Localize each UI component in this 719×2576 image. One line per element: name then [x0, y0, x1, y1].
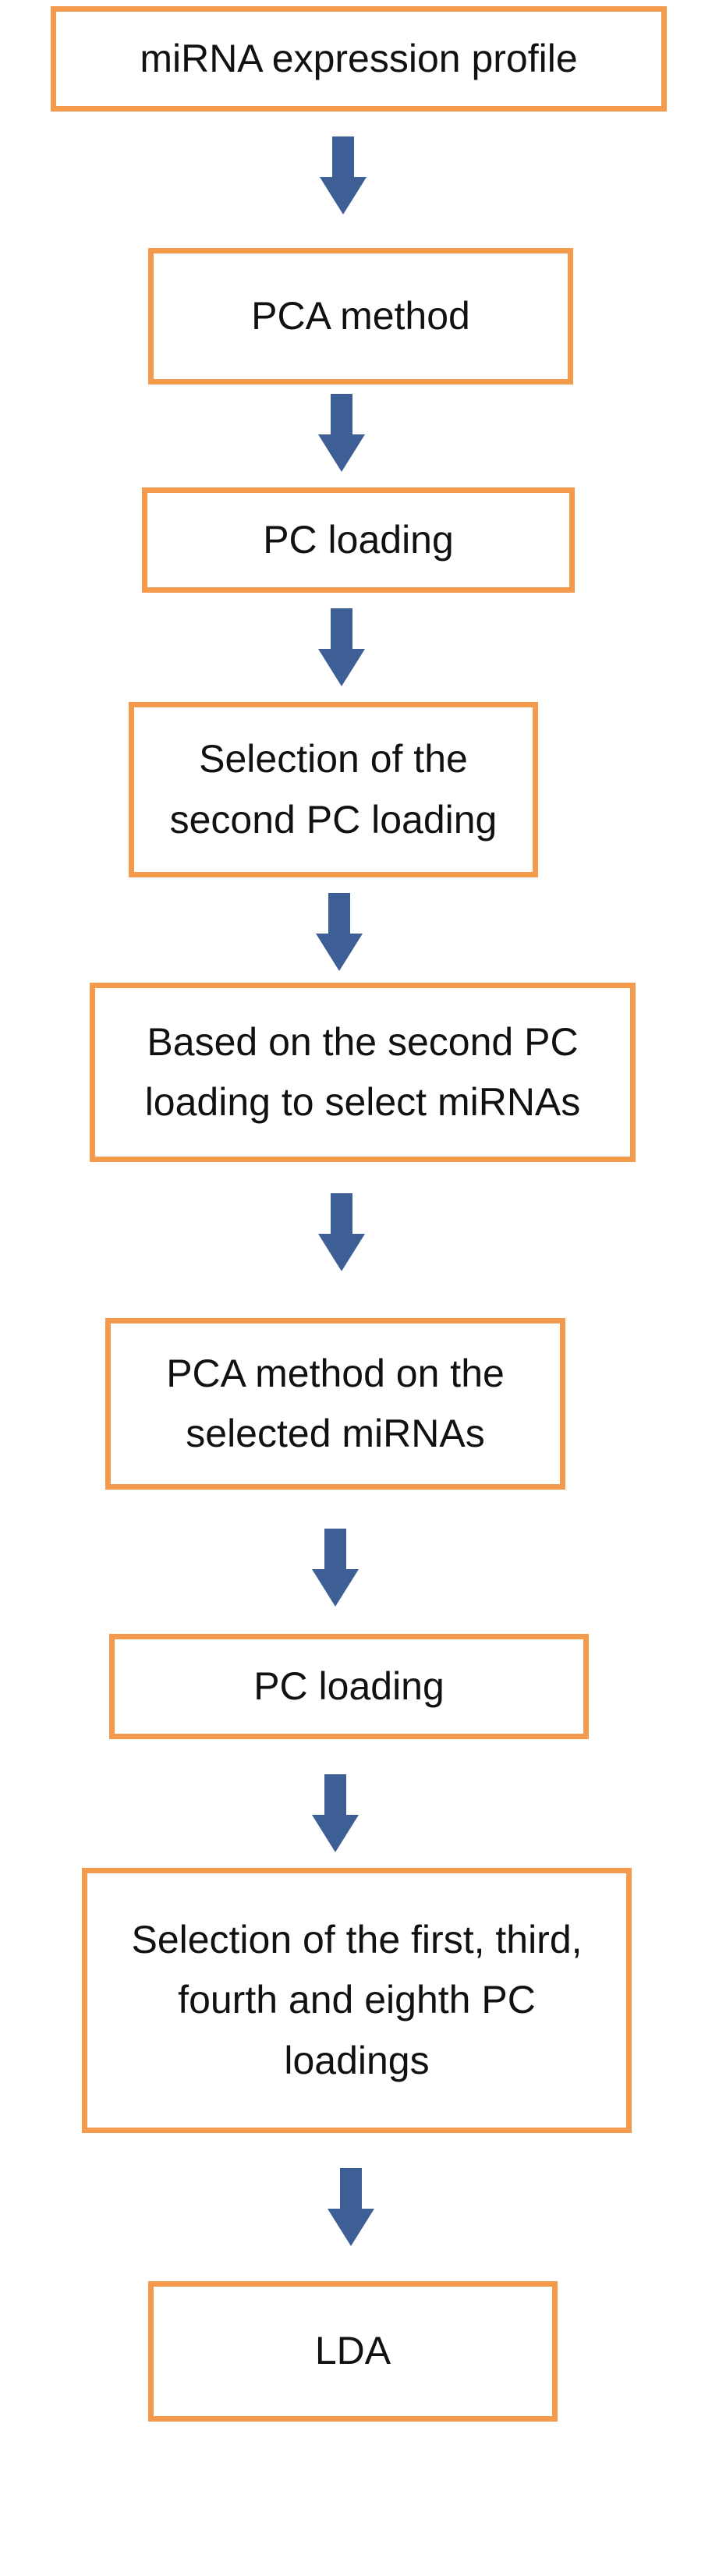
arrow-down-icon	[318, 1193, 365, 1271]
step-pca-on-selected-mirnas: PCA method on the selected miRNAs	[105, 1318, 565, 1490]
arrow-down-icon	[328, 2168, 374, 2246]
step-pca-method: PCA method	[148, 248, 573, 384]
arrow-down-icon	[320, 136, 367, 214]
arrow-down-icon	[318, 394, 365, 472]
arrow-down-icon	[316, 893, 363, 971]
arrow-down-icon	[318, 608, 365, 686]
step-selection-pc-loadings: Selection of the first, third, fourth an…	[82, 1868, 632, 2133]
step-label: Based on the second PC loading to select…	[144, 1019, 581, 1125]
step-label: PC loading	[263, 517, 454, 562]
step-label: PCA method	[251, 293, 470, 338]
step-label: LDA	[314, 2329, 391, 2373]
step-label: PCA method on the selected miRNAs	[166, 1351, 505, 1456]
step-label: Selection of the first, third, fourth an…	[131, 1917, 583, 2082]
step-selection-second-pc-loading: Selection of the second PC loading	[129, 702, 538, 877]
step-pc-loading: PC loading	[142, 487, 575, 593]
arrow-down-icon	[312, 1774, 359, 1852]
step-label: Selection of the second PC loading	[169, 737, 498, 842]
step-lda: LDA	[148, 2281, 558, 2422]
arrow-down-icon	[312, 1529, 359, 1607]
step-label: miRNA expression profile	[140, 36, 578, 80]
step-pc-loading-2: PC loading	[109, 1634, 589, 1739]
step-label: PC loading	[253, 1664, 445, 1708]
step-select-mirnas: Based on the second PC loading to select…	[90, 983, 636, 1162]
step-miRNA-expression-profile: miRNA expression profile	[51, 6, 667, 112]
